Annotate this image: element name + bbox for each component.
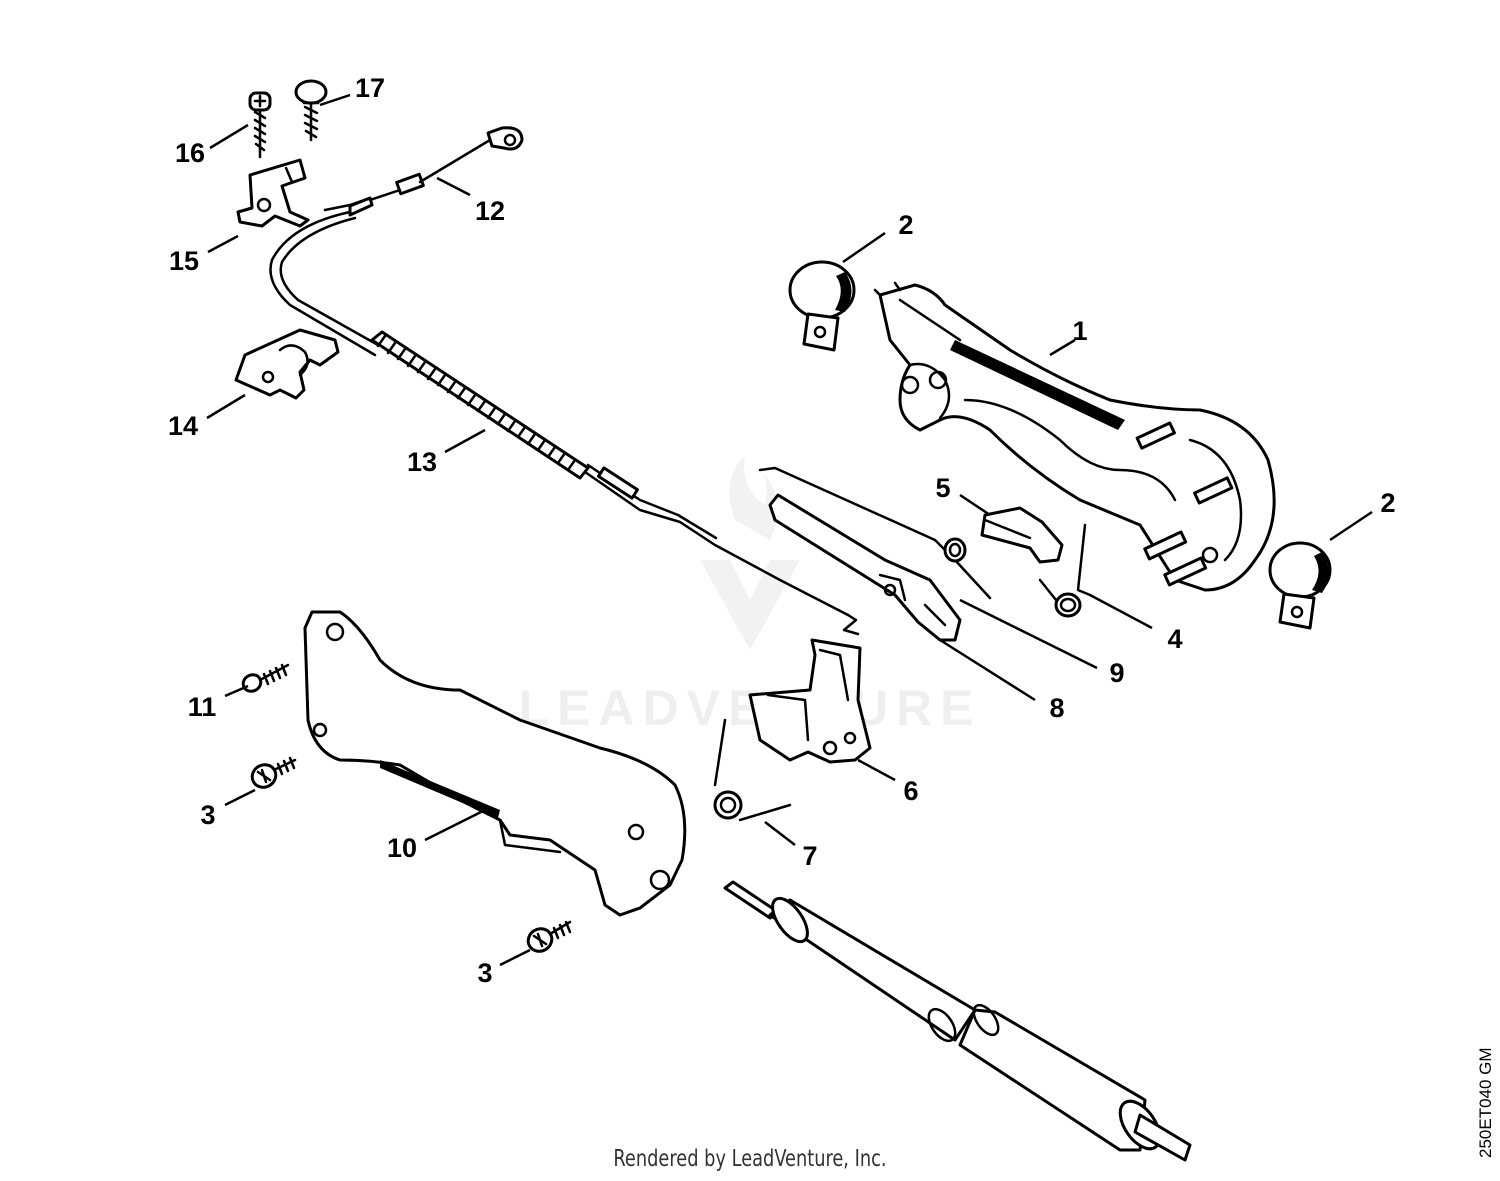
callout-2-lower: 2: [1380, 488, 1395, 518]
part-17-screw: [294, 79, 328, 142]
drive-tube: [723, 880, 1192, 1162]
callout-17: 17: [355, 73, 385, 103]
callout-13: 13: [407, 447, 437, 477]
part-3-screw-lower: [526, 920, 572, 953]
leader-lines: [206, 93, 1373, 967]
part-10-handle-shell: [303, 610, 687, 917]
part-12-cable: [269, 126, 524, 357]
callout-9: 9: [1109, 658, 1124, 688]
part-2-clamp-upper: [788, 260, 856, 352]
part-4-spring: [1038, 523, 1092, 618]
callout-3-lower: 3: [477, 958, 492, 988]
callout-11: 11: [188, 692, 217, 722]
watermark-text: LEADVENTURE: [518, 680, 981, 736]
callouts: 1 2 2 3 3 4 5 6 7 8 9 10 11 12 13 14 15 …: [168, 73, 1396, 988]
part-2-clamp-lower: [1268, 541, 1332, 630]
callout-15: 15: [169, 246, 199, 276]
callout-6: 6: [903, 776, 918, 806]
part-11-screw: [241, 663, 290, 693]
part-8-trigger: [768, 493, 962, 642]
part-1-handle-housing: [873, 281, 1276, 592]
callout-7: 7: [802, 841, 817, 871]
part-13-spring: [370, 330, 860, 636]
callout-8: 8: [1049, 693, 1064, 723]
callout-16: 16: [175, 138, 205, 168]
callout-2-upper: 2: [898, 210, 913, 240]
callout-1: 1: [1072, 316, 1087, 346]
footer-credit: Rendered by LeadVenture, Inc.: [613, 1146, 887, 1172]
callout-10: 10: [387, 833, 417, 863]
part-5-lever: [980, 506, 1064, 564]
drawing-code: 250ET040 GM: [1476, 1047, 1495, 1158]
callout-5: 5: [935, 473, 950, 503]
part-14-clip: [234, 328, 340, 400]
part-7-spring: [713, 718, 792, 822]
callout-3-upper: 3: [200, 800, 215, 830]
part-3-screw-upper: [250, 756, 297, 789]
callout-4: 4: [1167, 624, 1182, 654]
part-16-screw: [248, 91, 272, 159]
watermark: LEADVENTURE: [518, 455, 981, 736]
part-15-bracket: [236, 158, 310, 228]
callout-12: 12: [475, 196, 505, 226]
part-9-spring: [758, 466, 992, 600]
callout-14: 14: [168, 411, 198, 441]
part-6-throttle-part: [748, 638, 872, 764]
